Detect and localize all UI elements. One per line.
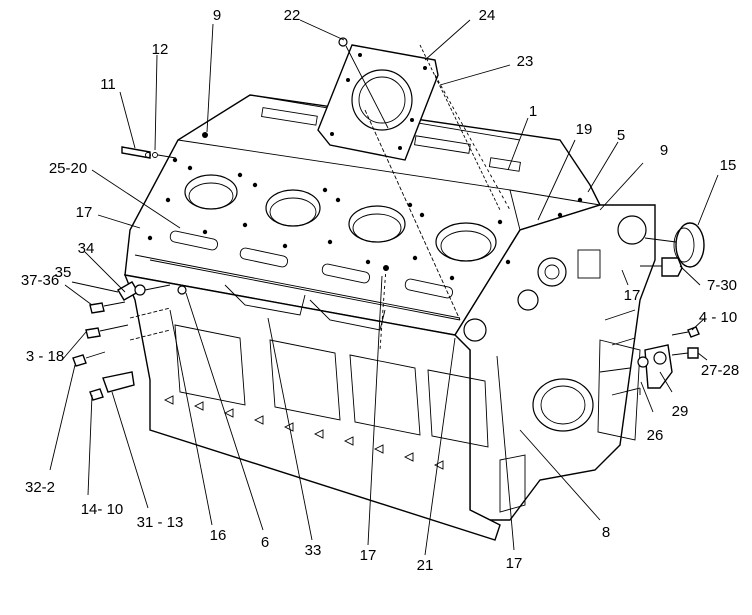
callout-19: 19 — [576, 121, 593, 138]
callout-24: 24 — [479, 7, 496, 24]
callout-35: 35 — [55, 264, 72, 281]
callout-11: 11 — [100, 76, 116, 93]
callout-31-13: 31 - 13 — [137, 514, 184, 531]
left-fasteners — [72, 37, 389, 401]
callout-25-20: 25-20 — [49, 160, 87, 177]
leader-lines — [49, 19, 719, 556]
callout-22: 22 — [284, 7, 301, 24]
callout-9-right: 9 — [660, 142, 668, 159]
stud-lines — [364, 44, 511, 321]
callout-14-10: 14- 10 — [81, 501, 124, 518]
callout-32-2: 32-2 — [25, 479, 55, 496]
callout-26: 26 — [647, 427, 664, 444]
callout-12: 12 — [152, 41, 169, 58]
callout-27-28: 27-28 — [701, 362, 739, 379]
expansion-plug — [644, 222, 705, 268]
callout-16: 16 — [210, 527, 227, 544]
callout-17-bottom-right: 17 — [506, 555, 523, 572]
callout-6: 6 — [261, 534, 269, 551]
callout-37-36: 37-36 — [21, 272, 59, 289]
bracket-assembly — [599, 309, 700, 396]
callout-3-18: 3 - 18 — [26, 348, 64, 365]
callout-21: 21 — [417, 557, 434, 574]
callout-5: 5 — [617, 127, 625, 144]
callout-17-right: 17 — [624, 287, 641, 304]
callout-23: 23 — [517, 53, 534, 70]
callout-15: 15 — [720, 157, 737, 174]
callout-9-top: 9 — [213, 7, 221, 24]
callout-29: 29 — [672, 403, 689, 420]
engine-block — [123, 94, 656, 541]
callout-8: 8 — [602, 524, 610, 541]
cylinder-head-gasket — [317, 44, 439, 161]
fitting — [640, 257, 683, 277]
callout-labels: 9 22 24 23 12 11 1 19 5 9 15 25-20 17 34… — [21, 7, 739, 574]
callout-34: 34 — [78, 240, 95, 257]
callout-4-10: 4 - 10 — [699, 309, 737, 326]
callout-33: 33 — [305, 542, 322, 559]
callout-1: 1 — [529, 103, 537, 120]
callout-17-left: 17 — [76, 204, 93, 221]
callout-7-30: 7-30 — [707, 277, 737, 294]
callout-17-bottom: 17 — [360, 547, 377, 564]
